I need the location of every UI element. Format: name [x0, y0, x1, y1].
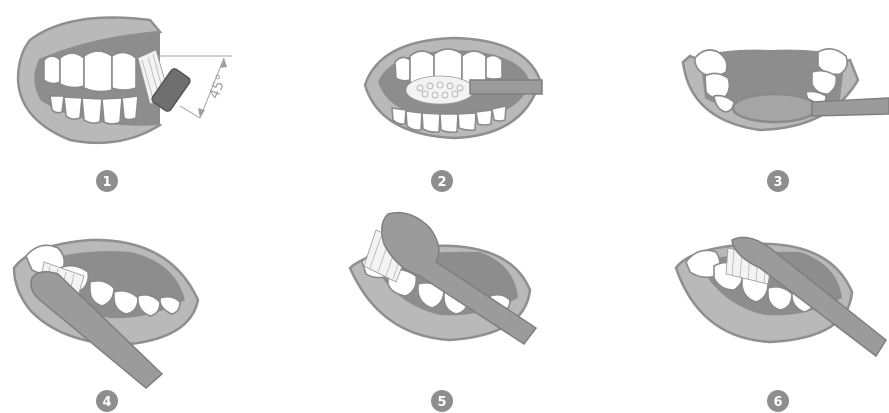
- step-number: 3: [773, 175, 782, 190]
- step-number: 1: [102, 175, 111, 190]
- step-badge-5: 5: [431, 390, 453, 412]
- step-badge-2: 2: [431, 170, 453, 192]
- step-badge-1: 1: [96, 170, 118, 192]
- step-2-illustration: [365, 38, 542, 138]
- step-badge-6: 6: [767, 390, 789, 412]
- toothbrush-head: [733, 94, 817, 122]
- step-1-illustration: 45°: [18, 18, 232, 143]
- step-badge-3: 3: [767, 170, 789, 192]
- step-6-illustration: [676, 237, 886, 356]
- step-badge-4: 4: [96, 390, 118, 412]
- step-3-illustration: [683, 49, 889, 130]
- step-4-illustration: [14, 240, 198, 388]
- open-mouth-front: [18, 18, 160, 143]
- toothbrush-handle: [812, 98, 889, 116]
- step-number: 4: [102, 395, 111, 410]
- step-number: 6: [773, 395, 782, 410]
- step-number: 2: [437, 175, 446, 190]
- angle-label: 45°: [206, 72, 230, 101]
- toothbrush-handle: [470, 80, 542, 94]
- step-5-illustration: [350, 213, 536, 344]
- step-number: 5: [437, 395, 446, 410]
